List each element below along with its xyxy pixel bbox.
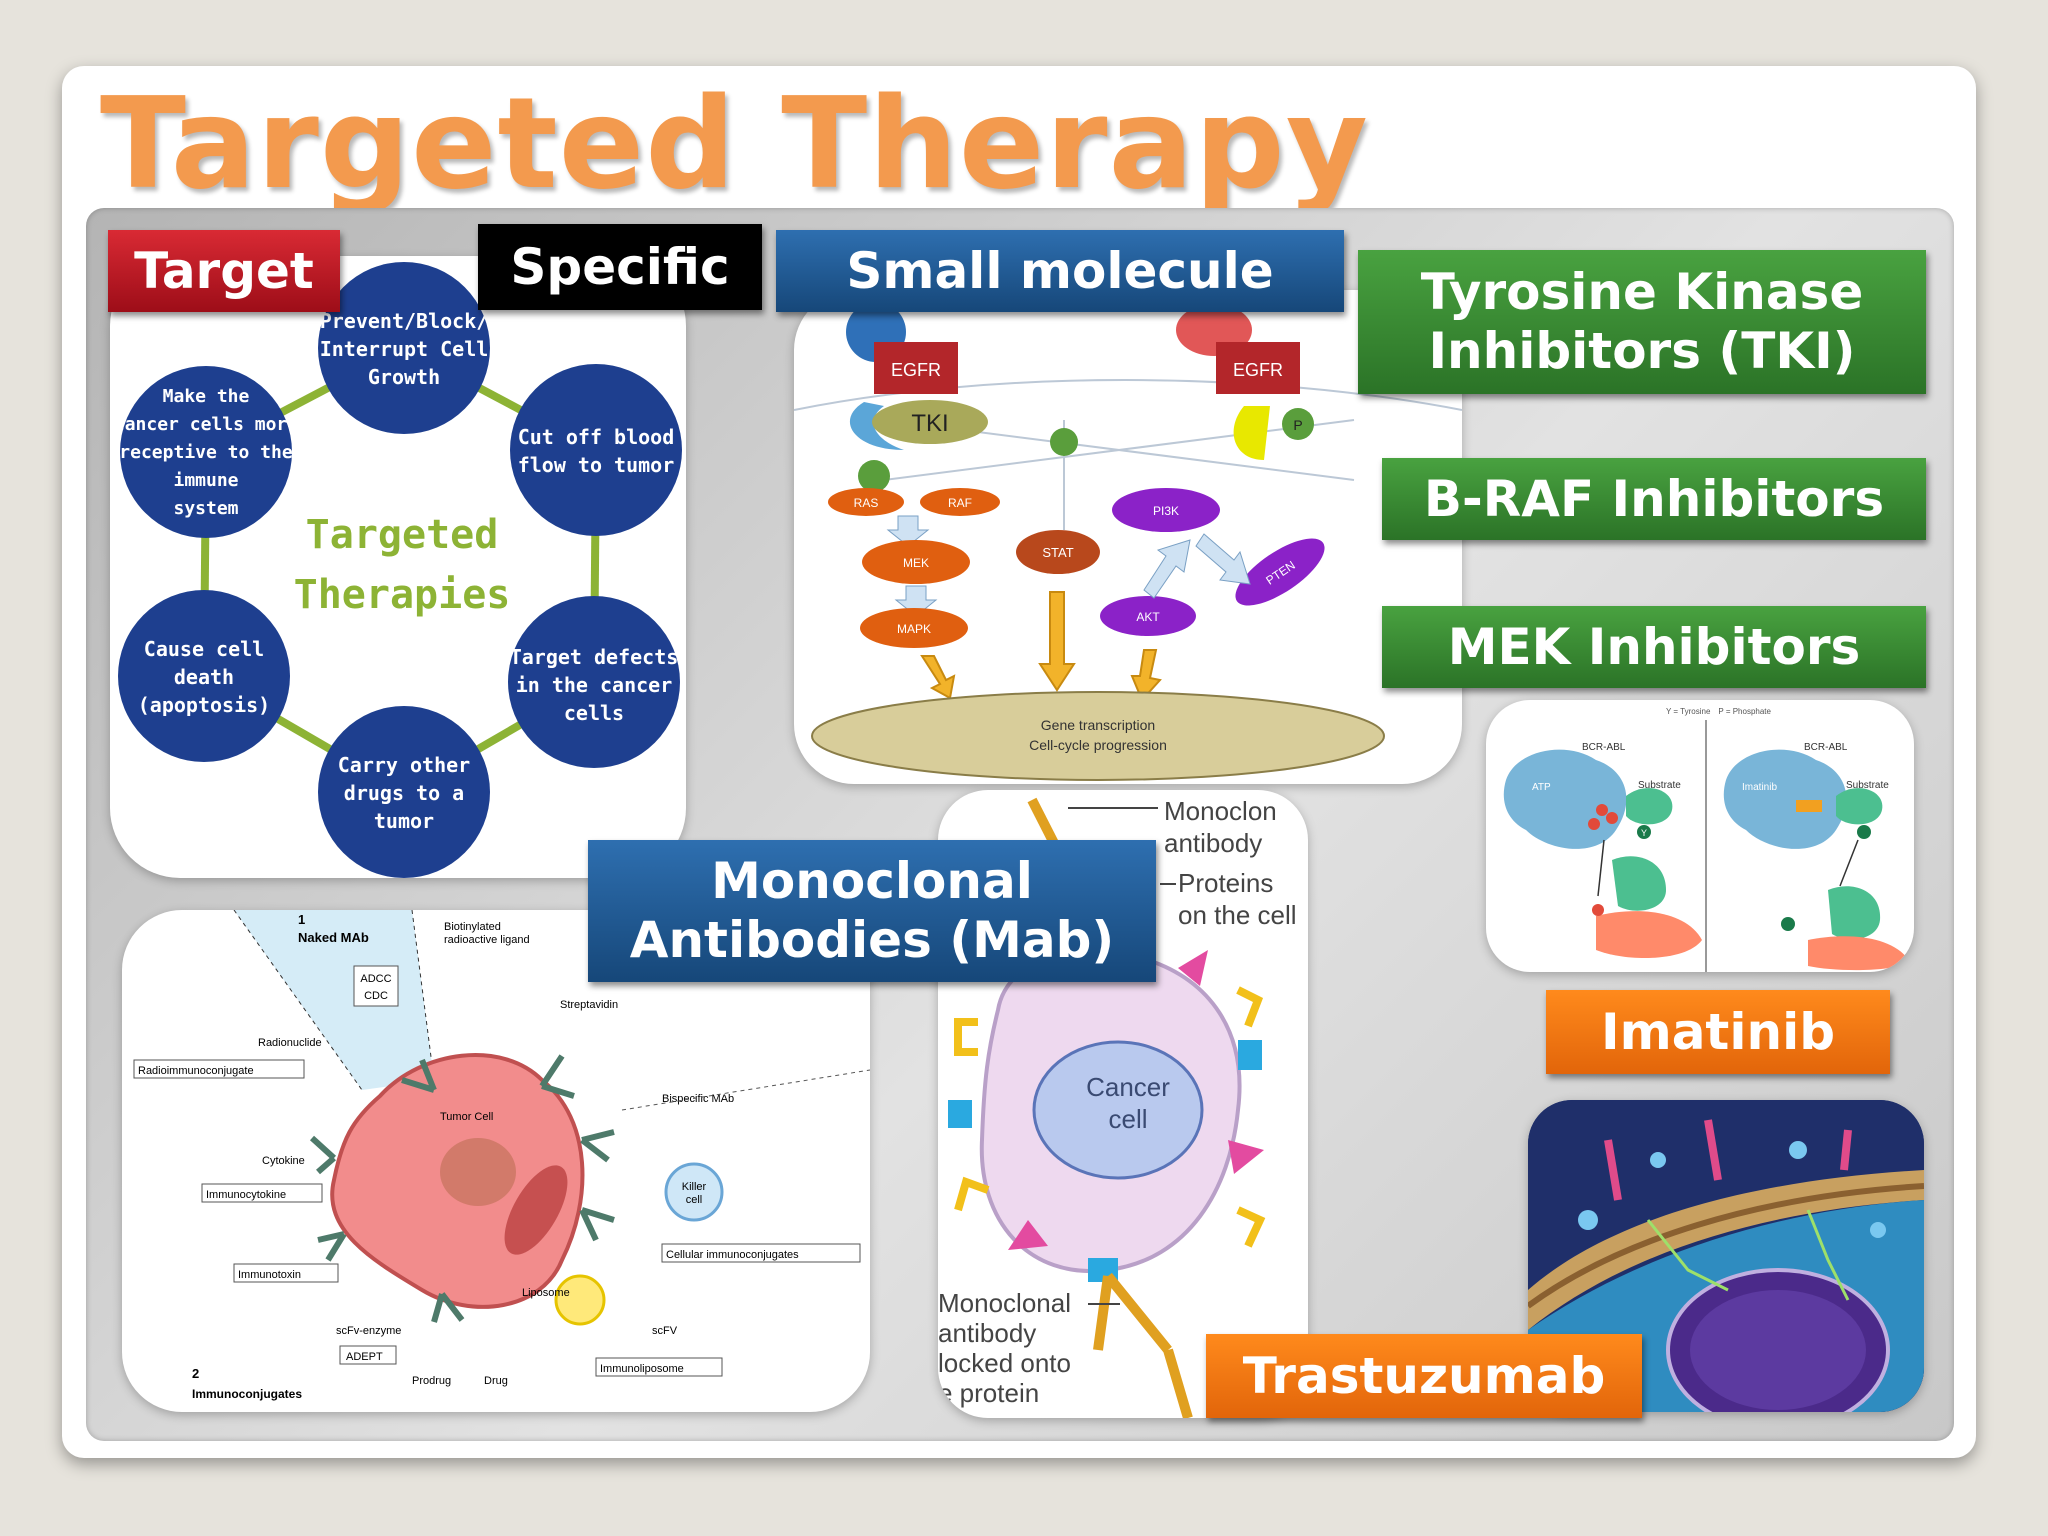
substrate-right-label: Substrate (1846, 780, 1889, 791)
immunoliposome-label: Immunoliposome (600, 1363, 684, 1375)
slide-title: Targeted Therapy (100, 70, 1369, 217)
naked-mab-label: Naked MAb (298, 930, 369, 945)
prodrug-label: Prodrug (412, 1375, 451, 1387)
p-label: P (1293, 417, 1302, 433)
ras-label: RAS (854, 496, 879, 510)
tki-line-2: Inhibitors (TKI) (1428, 322, 1856, 380)
specific-label: Specific (478, 224, 762, 310)
atp-label: ATP (1532, 782, 1551, 793)
akt-label: AKT (1136, 610, 1160, 624)
mek-inhibitors-label: MEK Inhibitors (1382, 606, 1926, 688)
radionuclide-label: Radionuclide (258, 1037, 322, 1049)
tki-label: TKI (911, 410, 948, 437)
imatinib-label: Imatinib (1546, 990, 1890, 1074)
small-molecule-label: Small molecule (776, 230, 1344, 312)
egfr-right-label: EGFR (1233, 360, 1283, 380)
liposome-label: Liposome (522, 1287, 570, 1299)
cycle-node (120, 366, 292, 538)
bispecific-label: Bispecific MAb (662, 1093, 734, 1105)
stat-label: STAT (1042, 545, 1073, 560)
mab-line-2: Antibodies (Mab) (629, 911, 1115, 969)
naked-mab-number: 1 (298, 912, 305, 927)
tumor-cell-label: Tumor Cell (440, 1111, 493, 1123)
substrate-left-label: Substrate (1638, 780, 1681, 791)
immunotoxin-label: Immunotoxin (238, 1269, 301, 1281)
monoclonal-antibodies-label: Monoclonal Antibodies (Mab) (588, 840, 1156, 982)
bcr-abl-right-label: BCR-ABL (1804, 742, 1848, 753)
cytokine-label: Cytokine (262, 1155, 305, 1167)
scfv-enzyme-label: scFv-enzyme (336, 1325, 401, 1337)
pi3k-label: PI3K (1153, 504, 1179, 518)
streptavidin-label: Streptavidin (560, 999, 618, 1011)
cellular-immunoconjugates-label: Cellular immunoconjugates (666, 1249, 799, 1261)
trastuzumab-label: Trastuzumab (1206, 1334, 1642, 1418)
target-label: Target (108, 230, 340, 312)
immunocytokine-label: Immunocytokine (206, 1189, 286, 1201)
cycle-node (508, 596, 680, 768)
braf-inhibitors-label: B-RAF Inhibitors (1382, 458, 1926, 540)
cdc-label: CDC (364, 990, 388, 1002)
cycle-node (318, 262, 490, 434)
adept-label: ADEPT (346, 1351, 383, 1363)
cycle-node (318, 706, 490, 878)
tyrosine-y-label: Y (1641, 828, 1647, 838)
immunoconjugates-number: 2 (192, 1366, 199, 1381)
bcr-abl-left-label: BCR-ABL (1582, 742, 1626, 753)
tki-line-1: Tyrosine Kinase (1420, 263, 1864, 321)
egfr-left-label: EGFR (891, 360, 941, 380)
mapk-label: MAPK (897, 622, 931, 636)
egfr-pathway-diagram: EGFR EGFR TKI P RAS RAF MEK MAPK STAT PI… (794, 302, 1462, 781)
mek-label: MEK (903, 556, 929, 570)
egfr-pathway-card: EGFR EGFR TKI P RAS RAF MEK MAPK STAT PI… (794, 290, 1462, 784)
scfv-label: scFV (652, 1325, 678, 1337)
imatinib-small-label: Imatinib (1742, 782, 1777, 793)
drug-label: Drug (484, 1375, 508, 1387)
cycle-node (118, 590, 290, 762)
raf-label: RAF (948, 496, 972, 510)
immunoconjugates-label: Immunoconjugates (192, 1387, 302, 1401)
tki-inhibitors-label: Tyrosine Kinase Inhibitors (TKI) (1358, 250, 1926, 394)
adcc-label: ADCC (360, 973, 391, 985)
cycle-node (510, 364, 682, 536)
mab-line-1: Monoclonal (711, 852, 1033, 910)
radioimmunoconjugate-label: Radioimmunoconjugate (138, 1065, 254, 1077)
